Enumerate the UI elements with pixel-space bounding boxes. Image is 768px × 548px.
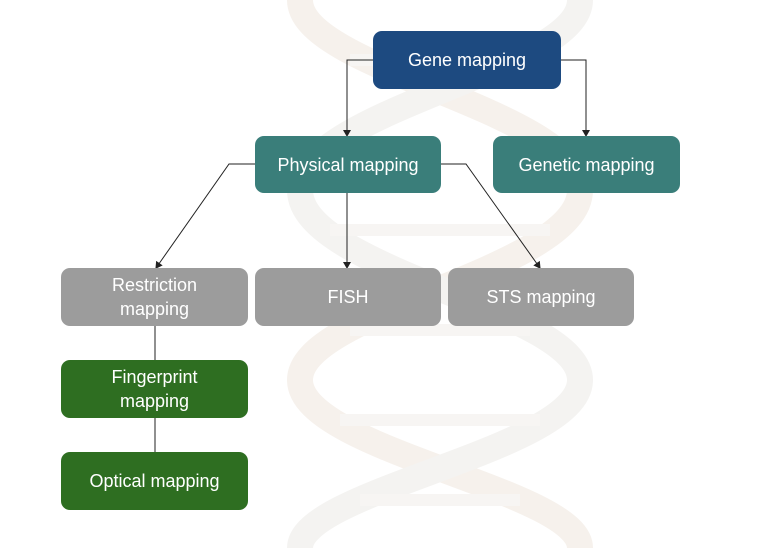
restriction-mapping-node: Restriction mapping bbox=[61, 268, 248, 326]
physical-mapping-label: Physical mapping bbox=[277, 154, 419, 175]
restriction-mapping-label-line1: Restriction bbox=[111, 275, 198, 295]
fish-node: FISH bbox=[255, 268, 441, 326]
edge-physical-restriction bbox=[155, 163, 255, 269]
optical-mapping-node: Optical mapping bbox=[61, 452, 248, 510]
gene-mapping-node: Gene mapping bbox=[373, 31, 561, 89]
sts-mapping-label: STS mapping bbox=[486, 287, 596, 307]
physical-mapping-node: Physical mapping bbox=[255, 136, 441, 193]
edge-physical-sts bbox=[441, 163, 541, 269]
fingerprint-mapping-label-line1: Fingerprint bbox=[111, 367, 198, 387]
fingerprint-mapping-node: Fingerprint mapping bbox=[61, 360, 248, 418]
fingerprint-mapping-label-line2: mapping bbox=[119, 391, 190, 411]
genetic-mapping-node: Genetic mapping bbox=[493, 136, 680, 193]
gene-mapping-label: Gene mapping bbox=[407, 50, 527, 70]
restriction-mapping-label-line2: mapping bbox=[119, 299, 190, 319]
optical-mapping-label: Optical mapping bbox=[89, 471, 220, 491]
fish-label: FISH bbox=[327, 287, 369, 307]
edge-gene-genetic bbox=[561, 59, 590, 137]
edge-gene-physical bbox=[343, 59, 373, 137]
genetic-mapping-label: Genetic mapping bbox=[518, 154, 655, 175]
sts-mapping-node: STS mapping bbox=[448, 268, 634, 326]
